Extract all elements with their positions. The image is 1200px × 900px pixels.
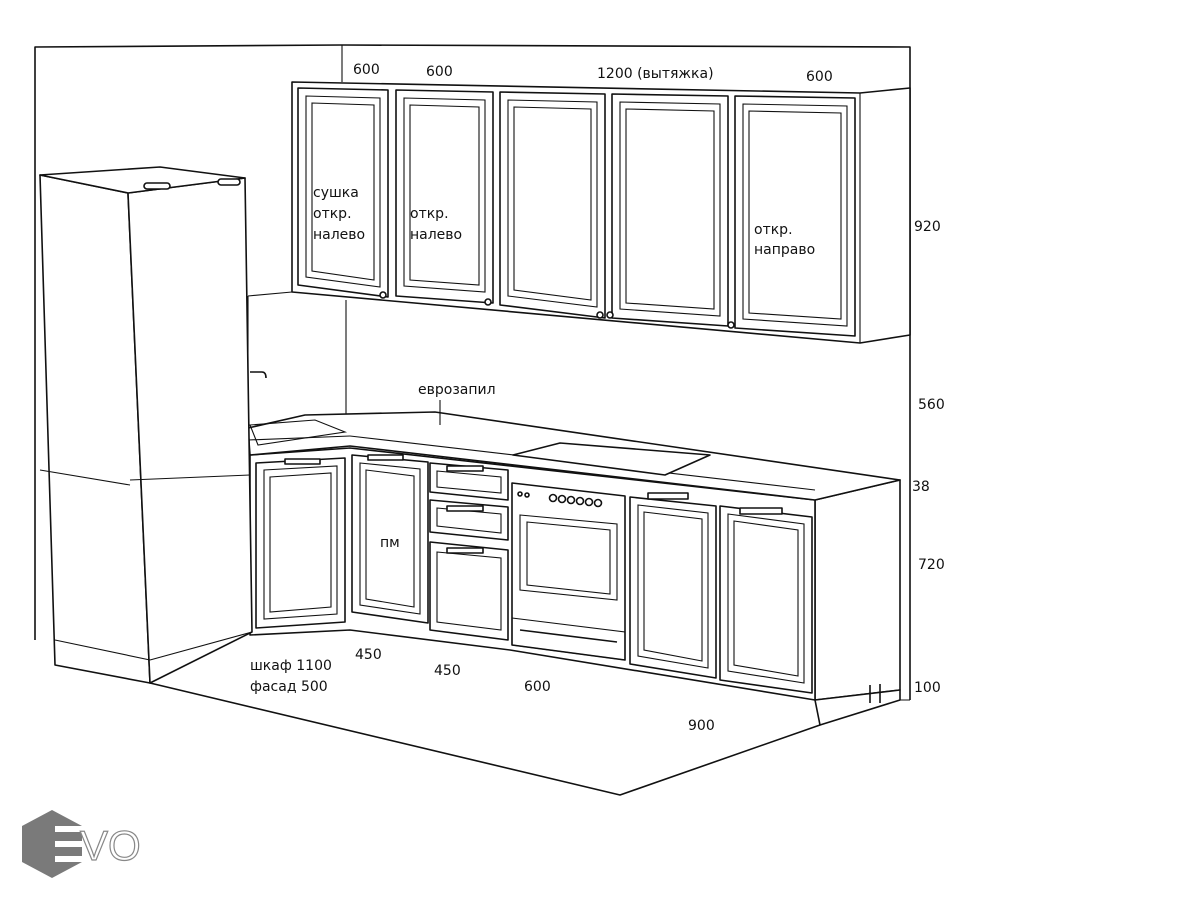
door-note: откр. (754, 222, 793, 238)
corner-cabinet-label: фасад 500 (250, 679, 328, 695)
door-note: налево (313, 227, 365, 243)
upper-cabinets (291, 81, 911, 344)
width-label: 900 (688, 718, 715, 734)
logo-text: VO (80, 822, 141, 869)
width-label: 600 (524, 679, 551, 695)
hood-width-label: 1200 (вытяжка) (597, 66, 714, 82)
width-label: 450 (355, 647, 382, 663)
base-door-right-2 (719, 505, 813, 694)
door-note: откр. (313, 206, 352, 222)
handle-knob (596, 311, 604, 319)
corner-cabinet-door (255, 457, 346, 629)
height-label: 38 (912, 479, 930, 495)
cooktop (512, 442, 711, 476)
handle-knob (484, 298, 492, 306)
handle (284, 458, 321, 465)
door-note: сушка (313, 185, 359, 201)
width-label: 600 (353, 62, 380, 78)
pm-label: пм (380, 535, 400, 551)
faucet (250, 371, 267, 379)
drawer-cabinet (429, 462, 509, 641)
base-cabinets (247, 411, 901, 726)
dimension-labels: 600 600 1200 (вытяжка) 600 сушка откр. н… (250, 62, 945, 734)
upper-door-4 (606, 93, 729, 327)
door-note: налево (410, 227, 462, 243)
handle (367, 454, 404, 461)
upper-door-3 (499, 91, 606, 319)
pm-cabinet-door (351, 454, 429, 624)
width-label: 600 (806, 69, 833, 85)
height-label: 100 (914, 680, 941, 696)
door-note: откр. (410, 206, 449, 222)
upper-door-2 (395, 89, 494, 306)
height-label: 920 (914, 219, 941, 235)
eurojoint-label: еврозапил (418, 382, 496, 398)
oven-knobs (517, 491, 603, 508)
oven (511, 482, 626, 661)
corner-cabinet-label: шкаф 1100 (250, 658, 332, 674)
handle-knob (727, 321, 735, 329)
upper-door-5 (727, 95, 856, 337)
handle-knob (606, 311, 614, 319)
height-label: 560 (918, 397, 945, 413)
width-label: 600 (426, 64, 453, 80)
width-label: 450 (434, 663, 461, 679)
door-note: направо (754, 242, 815, 258)
sink (249, 419, 348, 446)
base-door-right-1 (629, 492, 717, 679)
height-label: 720 (918, 557, 945, 573)
refrigerator (39, 166, 253, 684)
handle-knob (379, 291, 387, 299)
evo-logo: VO (22, 810, 141, 878)
upper-door-1 (297, 87, 389, 299)
